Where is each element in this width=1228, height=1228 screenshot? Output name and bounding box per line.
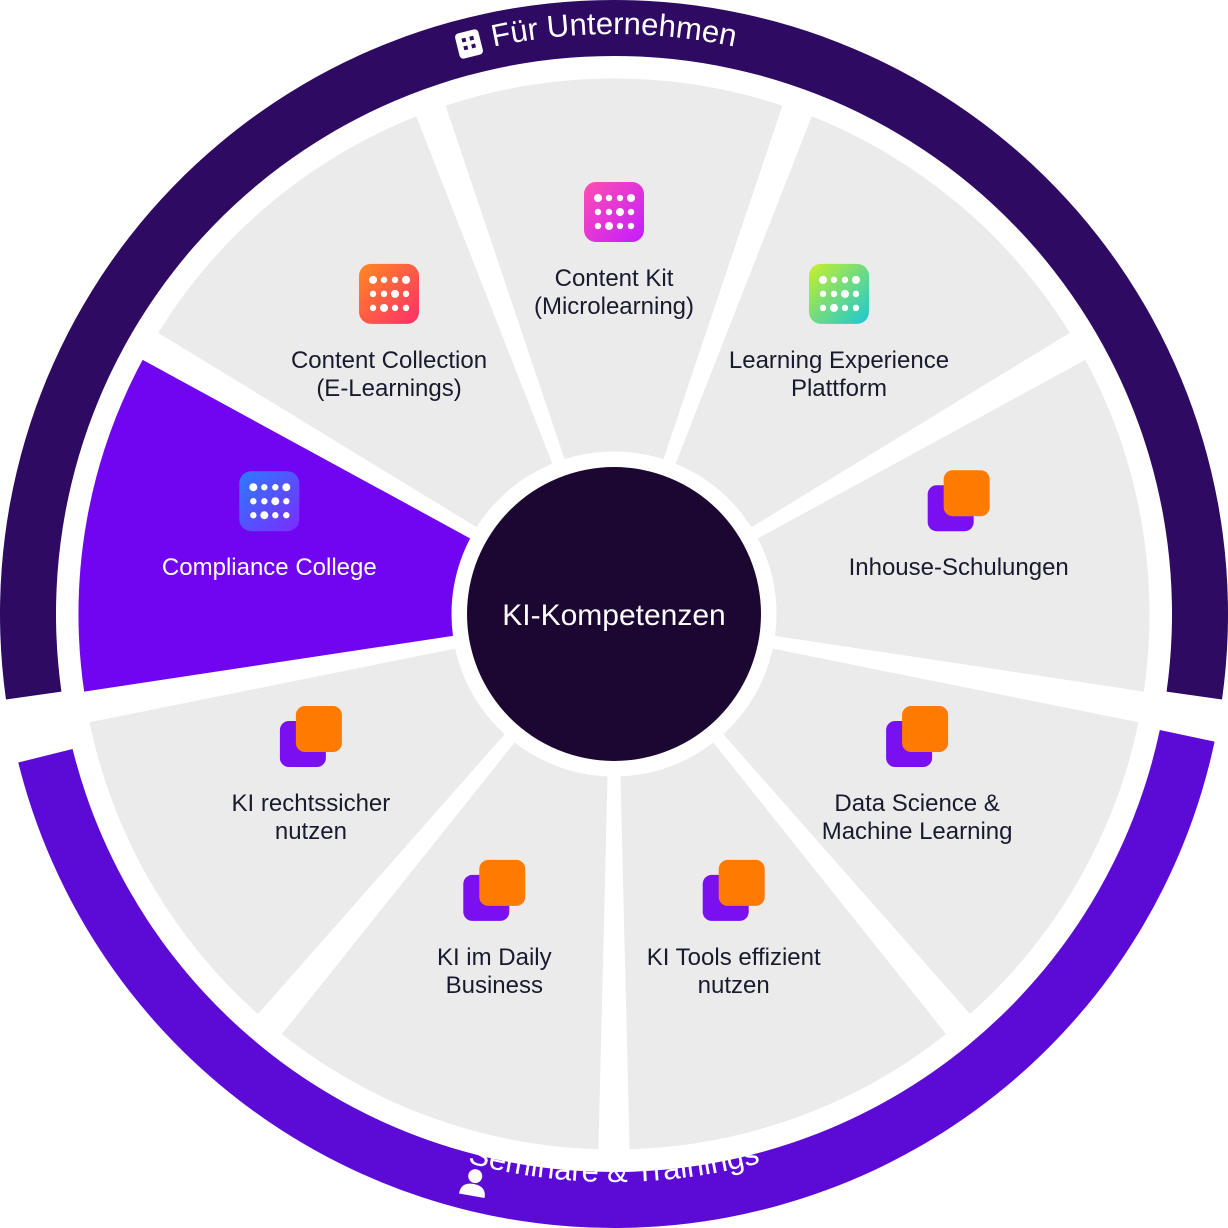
- segment-data-science[interactable]: Data Science &Machine Learning: [717, 643, 1144, 1021]
- ring-arc-seminare-trainings: [18, 730, 1215, 1228]
- segment-inhouse-schulungen[interactable]: Inhouse-Schulungen: [751, 353, 1155, 697]
- center-hub: KI-Kompetenzen: [467, 467, 761, 761]
- segment-label-line: Data Science &: [834, 790, 999, 817]
- segment-label-line: Content Kit: [555, 265, 674, 292]
- stacked-squares-icon: [463, 859, 526, 921]
- segment-shape: [152, 110, 559, 534]
- person-icon: [458, 1169, 485, 1199]
- segment-label-line: Learning Experience: [729, 347, 949, 374]
- segment-content-kit[interactable]: Content Kit(Microlearning): [439, 73, 789, 465]
- segment-label-line: Plattform: [791, 375, 887, 402]
- segment-label-line: nutzen: [698, 972, 770, 999]
- segment-shape: [84, 643, 511, 1021]
- segment-label-line: Content Collection: [291, 347, 487, 374]
- segment-content-collection[interactable]: Content Collection(E-Learnings): [152, 110, 559, 534]
- stacked-squares-icon: [702, 859, 765, 921]
- segment-label-line: KI rechtssicher: [232, 790, 391, 817]
- stacked-squares-icon: [886, 706, 949, 767]
- segment-label-line: KI im Daily: [437, 944, 552, 971]
- segment-compliance-college[interactable]: Compliance College: [73, 353, 477, 697]
- segment-label: Content Kit(Microlearning): [534, 265, 694, 320]
- segment-label: Data Science &Machine Learning: [822, 790, 1013, 845]
- segment-label: Content Collection(E-Learnings): [291, 347, 487, 402]
- pink-dots-app-icon: [584, 182, 644, 242]
- segment-shape: [439, 73, 789, 465]
- orange-dots-app-icon: [359, 263, 420, 324]
- segment-label-line: nutzen: [275, 818, 347, 845]
- stacked-squares-icon: [279, 706, 342, 767]
- segment-list: Compliance College Content Collection(E-L…: [73, 73, 1155, 1155]
- segment-label: Inhouse-Schulungen: [849, 554, 1069, 581]
- segment-shape: [275, 736, 613, 1155]
- segment-shape: [717, 643, 1144, 1021]
- segment-label: Compliance College: [162, 554, 377, 581]
- segment-label-line: Business: [446, 972, 543, 999]
- segment-shape: [669, 110, 1076, 534]
- center-circle: [467, 467, 761, 761]
- center-label: KI-Kompetenzen: [502, 599, 725, 632]
- blue-dots-app-icon: [239, 471, 300, 532]
- segment-label-line: Machine Learning: [822, 818, 1013, 845]
- building-icon: [455, 29, 483, 59]
- stacked-squares-icon: [927, 470, 990, 532]
- segment-label-line: Compliance College: [162, 554, 377, 581]
- segment-label-line: KI Tools effizient: [647, 944, 821, 971]
- segment-shape: [615, 736, 953, 1155]
- segment-label-line: (E-Learnings): [316, 375, 461, 402]
- green-dots-app-icon: [808, 263, 869, 324]
- segment-label-line: (Microlearning): [534, 293, 694, 320]
- segment-label-line: Inhouse-Schulungen: [849, 554, 1069, 581]
